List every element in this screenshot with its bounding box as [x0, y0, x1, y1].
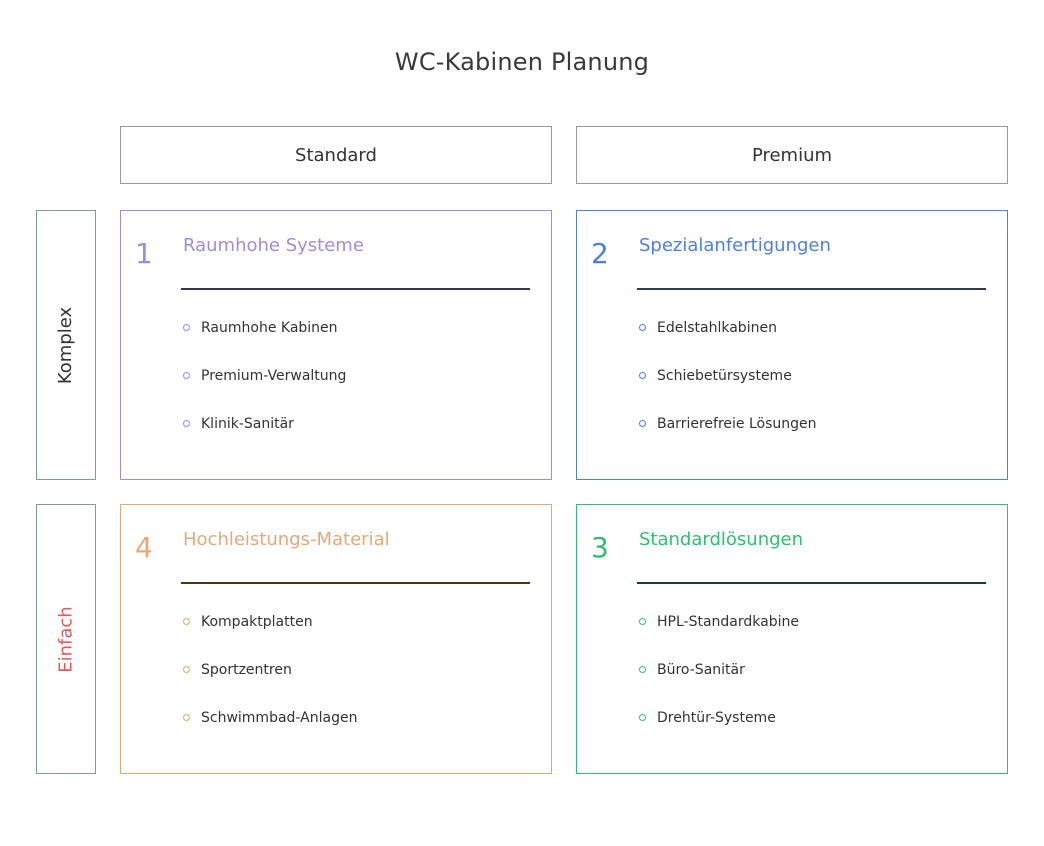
page-title: WC-Kabinen Planung	[394, 48, 650, 76]
bullet-icon	[183, 420, 190, 427]
row-label-komplex: Komplex	[55, 306, 77, 384]
list-item-label: Klinik-Sanitär	[201, 416, 294, 432]
row-label-einfach: Einfach	[55, 605, 77, 673]
quadrant-title: Hochleistungs-Material	[183, 529, 390, 550]
bullet-icon	[639, 618, 646, 625]
quadrant-item-list: Raumhohe Kabinen Premium-Verwaltung Klin…	[181, 318, 346, 462]
quadrant-3: 3 Standardlösungen HPL-Standardkabine Bü…	[576, 504, 1008, 774]
list-item: Raumhohe Kabinen	[181, 318, 346, 366]
quadrant-item-list: HPL-Standardkabine Büro-Sanitär Drehtür-…	[637, 612, 799, 756]
bullet-icon	[183, 372, 190, 379]
bullet-icon	[639, 324, 646, 331]
list-item-label: Sportzentren	[201, 662, 292, 678]
list-item: HPL-Standardkabine	[637, 612, 799, 660]
list-item: Sportzentren	[181, 660, 357, 708]
quadrant-number: 2	[591, 237, 609, 270]
list-item: Schwimmbad-Anlagen	[181, 708, 357, 756]
quadrant-item-list: Edelstahlkabinen Schiebetürsysteme Barri…	[637, 318, 817, 462]
bullet-icon	[183, 324, 190, 331]
list-item: Barrierefreie Lösungen	[637, 414, 817, 462]
row-header-komplex: Komplex	[36, 210, 96, 480]
list-item-label: Büro-Sanitär	[657, 662, 745, 678]
list-item: Kompaktplatten	[181, 612, 357, 660]
quadrant-divider	[637, 582, 986, 584]
list-item: Premium-Verwaltung	[181, 366, 346, 414]
list-item-label: Drehtür-Systeme	[657, 710, 776, 726]
list-item-label: Barrierefreie Lösungen	[657, 416, 817, 432]
list-item-label: Schiebetürsysteme	[657, 368, 792, 384]
list-item-label: HPL-Standardkabine	[657, 614, 799, 630]
quadrant-1: 1 Raumhohe Systeme Raumhohe Kabinen Prem…	[120, 210, 552, 480]
bullet-icon	[639, 420, 646, 427]
quadrant-2: 2 Spezialanfertigungen Edelstahlkabinen …	[576, 210, 1008, 480]
list-item: Schiebetürsysteme	[637, 366, 817, 414]
bullet-icon	[639, 666, 646, 673]
bullet-icon	[183, 666, 190, 673]
quadrant-4: 4 Hochleistungs-Material Kompaktplatten …	[120, 504, 552, 774]
column-header-premium: Premium	[576, 126, 1008, 184]
list-item: Büro-Sanitär	[637, 660, 799, 708]
bullet-icon	[639, 714, 646, 721]
list-item: Edelstahlkabinen	[637, 318, 817, 366]
bullet-icon	[639, 372, 646, 379]
quadrant-title: Spezialanfertigungen	[639, 235, 831, 256]
bullet-icon	[183, 714, 190, 721]
quadrant-title: Standardlösungen	[639, 529, 804, 550]
list-item-label: Kompaktplatten	[201, 614, 313, 630]
quadrant-divider	[181, 582, 530, 584]
quadrant-number: 4	[135, 531, 153, 564]
quadrant-number: 1	[135, 237, 153, 270]
quadrant-number: 3	[591, 531, 609, 564]
list-item: Klinik-Sanitär	[181, 414, 346, 462]
row-header-einfach: Einfach	[36, 504, 96, 774]
list-item-label: Premium-Verwaltung	[201, 368, 347, 384]
list-item: Drehtür-Systeme	[637, 708, 799, 756]
column-header-standard: Standard	[120, 126, 552, 184]
list-item-label: Schwimmbad-Anlagen	[201, 710, 358, 726]
quadrant-divider	[181, 288, 530, 290]
list-item-label: Edelstahlkabinen	[657, 320, 777, 336]
list-item-label: Raumhohe Kabinen	[201, 320, 338, 336]
bullet-icon	[183, 618, 190, 625]
quadrant-item-list: Kompaktplatten Sportzentren Schwimmbad-A…	[181, 612, 357, 756]
quadrant-title: Raumhohe Systeme	[183, 235, 364, 256]
quadrant-divider	[637, 288, 986, 290]
